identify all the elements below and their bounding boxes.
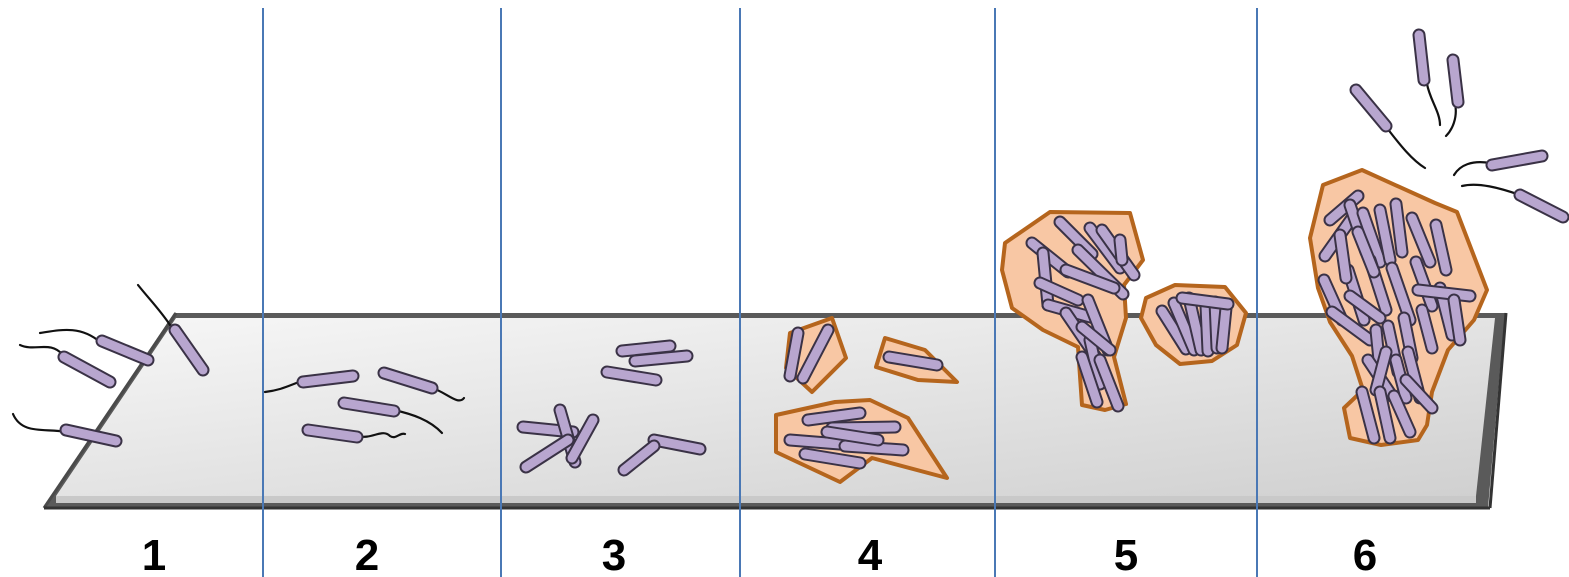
bacterium <box>845 446 903 450</box>
bacterium <box>64 357 110 382</box>
bacterium <box>303 376 353 382</box>
stage-labels: 1 2 3 4 5 6 <box>142 531 1377 577</box>
bacterium <box>1454 300 1460 340</box>
bacterium <box>635 356 687 361</box>
stage-label-6: 6 <box>1353 531 1377 577</box>
bacterium <box>1453 60 1458 102</box>
bacterium <box>1356 90 1386 126</box>
bacterium <box>1520 195 1563 217</box>
bacterium <box>1206 306 1208 351</box>
stage-label-5: 5 <box>1114 531 1138 577</box>
bacterium <box>1419 35 1424 80</box>
bacterium <box>1418 290 1470 296</box>
bacterium <box>1182 298 1228 304</box>
bacterium <box>1396 204 1402 252</box>
bacterium <box>622 346 670 351</box>
stage-label-4: 4 <box>858 531 883 577</box>
stage-label-1: 1 <box>142 531 166 577</box>
bacterium <box>1120 240 1122 260</box>
bacterium <box>1222 308 1226 348</box>
stage-label-3: 3 <box>602 531 626 577</box>
bacterium <box>1340 235 1346 278</box>
stage-label-2: 2 <box>355 531 379 577</box>
